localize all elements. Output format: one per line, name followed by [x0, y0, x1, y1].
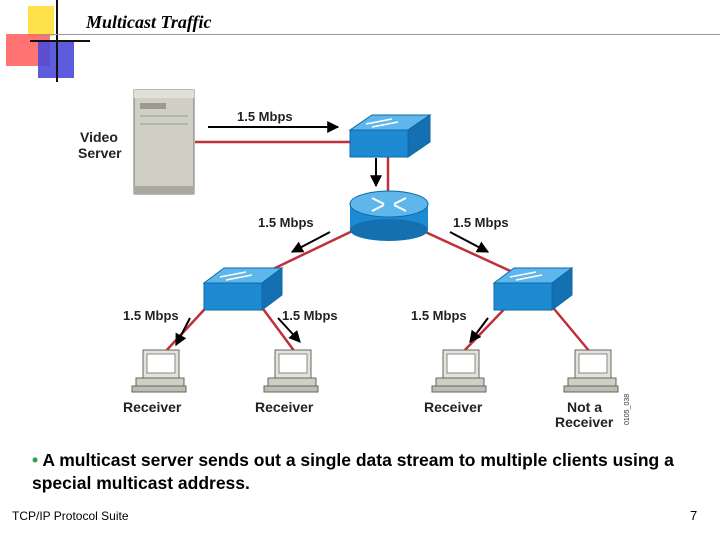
receiver-pc-3: [431, 349, 487, 393]
rate-label-server: 1.5 Mbps: [237, 109, 293, 124]
router: [349, 190, 429, 241]
rate-label-left: 1.5 Mbps: [258, 215, 314, 230]
arrow-router-right: [449, 231, 490, 253]
flow-arrows: [175, 121, 490, 347]
bullet-marker: •: [32, 450, 39, 470]
receiver-label-3: Receiver: [424, 399, 483, 415]
multicast-diagram: Video Server: [78, 89, 631, 430]
server-label-line1: Video: [80, 129, 118, 145]
receiver-pc-1: [131, 349, 187, 393]
rate-label-receiver-2: 1.5 Mbps: [282, 308, 338, 323]
not-receiver-label-line1: Not a: [567, 399, 602, 415]
rate-label-receiver-1: 1.5 Mbps: [123, 308, 179, 323]
footer-text: TCP/IP Protocol Suite: [12, 509, 129, 523]
arrow-to-receiver-3: [469, 317, 489, 343]
network-links: [164, 140, 591, 353]
figure-code: 0105_038: [624, 394, 631, 425]
receiver-pc-2: [263, 349, 319, 393]
receiver-label-2: Receiver: [255, 399, 314, 415]
arrow-to-receiver-1: [175, 317, 191, 347]
deco-horizontal-line: [30, 40, 90, 42]
arrow-to-receiver-2: [277, 317, 301, 343]
arrow-router-left: [290, 231, 331, 253]
non-receiver-pc: [563, 349, 619, 393]
video-server: [133, 89, 195, 195]
rate-label-receiver-3: 1.5 Mbps: [411, 308, 467, 323]
deco-yellow-square: [28, 6, 54, 36]
right-switch: [492, 267, 574, 311]
not-receiver-label-line2: Receiver: [555, 414, 614, 430]
left-switch: [202, 267, 284, 311]
page-number: 7: [690, 508, 698, 523]
rate-label-right: 1.5 Mbps: [453, 215, 509, 230]
receiver-label-1: Receiver: [123, 399, 182, 415]
title-divider: [36, 34, 720, 35]
bullet-text: A multicast server sends out a single da…: [32, 450, 674, 493]
top-switch: [348, 114, 432, 158]
slide-title: Multicast Traffic: [86, 12, 212, 32]
server-label-line2: Server: [78, 145, 122, 161]
bullet-point: • A multicast server sends out a single …: [32, 449, 712, 495]
